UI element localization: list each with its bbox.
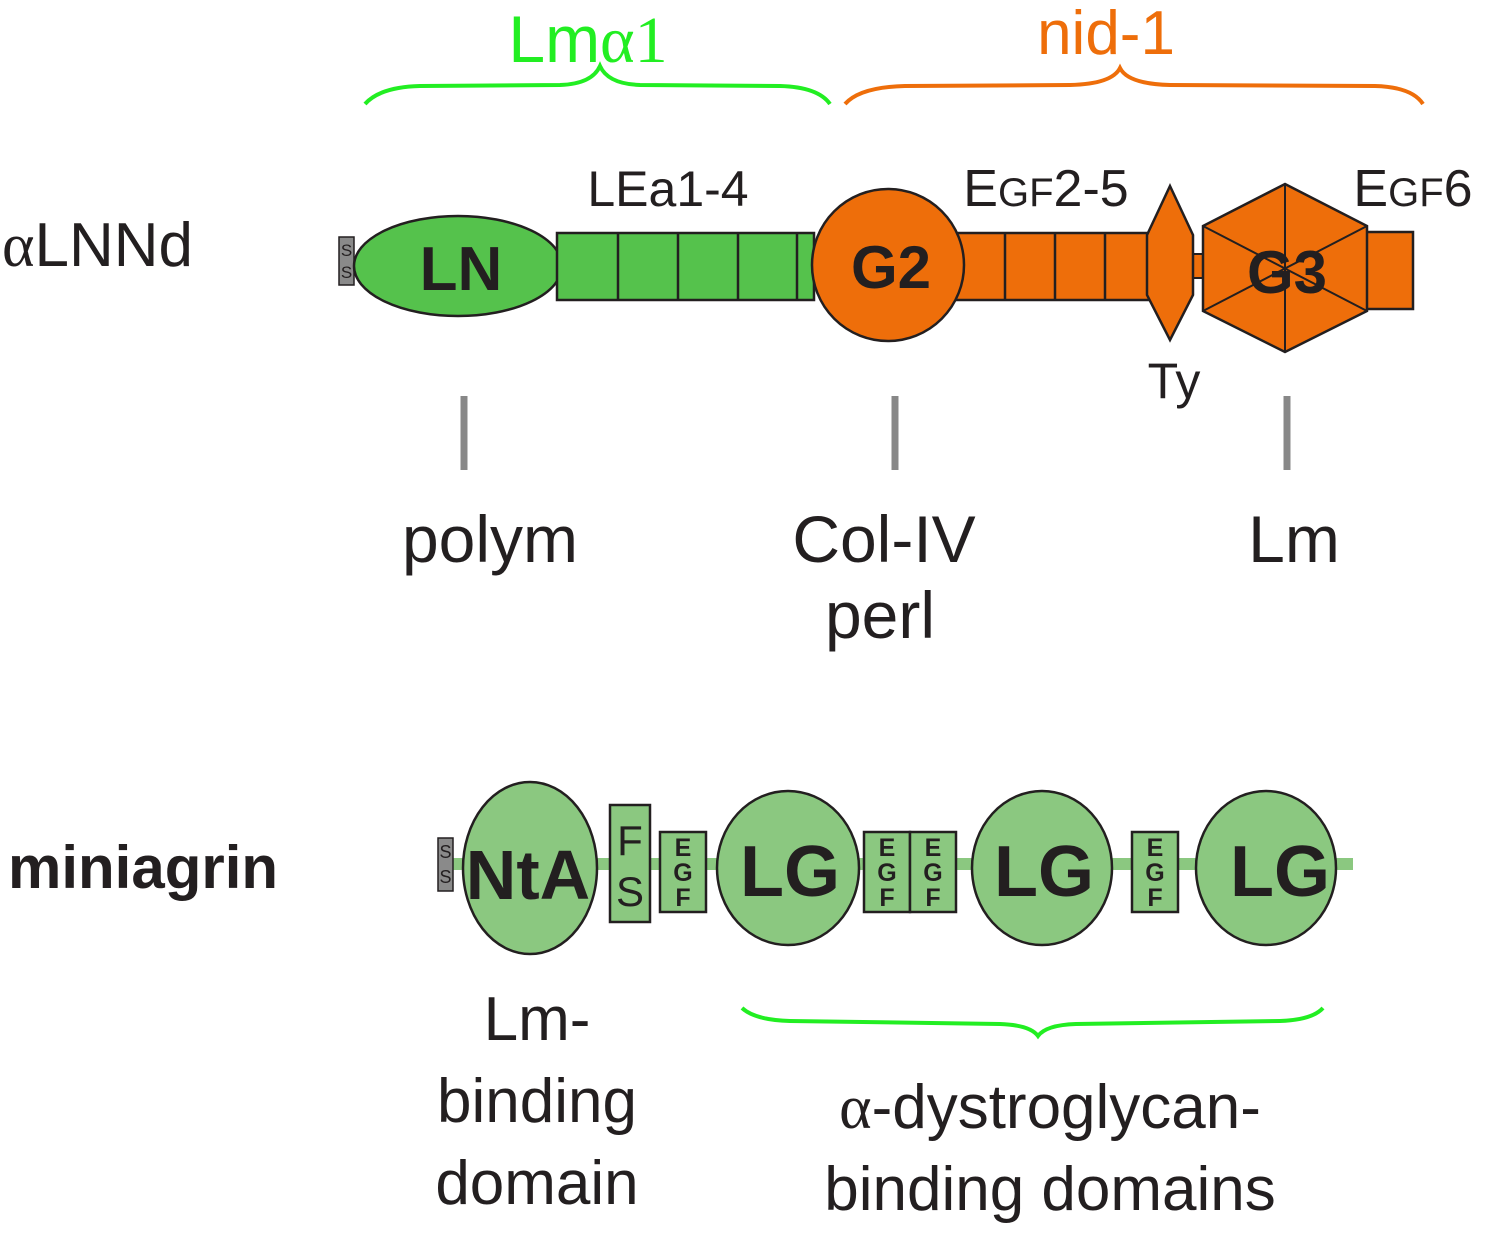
- svg-text:G2: G2: [851, 234, 931, 301]
- alnnd-construct: Lmα1 nid-1 αLNNd S S LN LEa1-4: [2, 0, 1473, 652]
- nid1-bracket-label: nid-1: [1037, 0, 1175, 68]
- nid1-bracket: [843, 63, 1425, 106]
- lma1-bracket-label: Lmα1: [508, 2, 667, 77]
- egf2-5-label: EGF2-5: [963, 160, 1128, 218]
- egf-domain-2: E G F: [862, 830, 912, 914]
- egf-domain-1: E G F: [658, 830, 708, 914]
- svg-text:S: S: [341, 241, 352, 260]
- lea-label: LEa1-4: [587, 161, 748, 217]
- svg-text:E: E: [879, 834, 896, 862]
- svg-text:G3: G3: [1247, 239, 1327, 306]
- miniagrin-signal-sequence: S S: [437, 837, 454, 892]
- lg-domain-1: LG: [715, 789, 861, 947]
- g3-domain: G3: [1201, 182, 1369, 354]
- nta-domain: NtA: [461, 780, 599, 956]
- lm-label: Lm: [1248, 502, 1340, 576]
- signal-sequence: S S: [338, 236, 355, 286]
- miniagrin-construct-label: miniagrin: [8, 834, 278, 901]
- lma1-bracket: [363, 61, 832, 106]
- svg-text:G: G: [673, 859, 692, 887]
- svg-text:F: F: [1147, 884, 1162, 912]
- egf-domain-3: E G F: [908, 830, 958, 914]
- g2-domain: G2: [810, 187, 966, 343]
- col-iv-label: Col-IV: [792, 502, 975, 576]
- alnnd-construct-label: αLNNd: [2, 211, 193, 280]
- dystroglycan-label-line2: binding domains: [824, 1155, 1276, 1224]
- dystroglycan-label-line1: α-dystroglycan-: [839, 1073, 1261, 1142]
- svg-text:E: E: [675, 834, 692, 862]
- ln-domain: LN: [352, 214, 564, 318]
- svg-text:E: E: [1147, 834, 1164, 862]
- svg-text:Lm-: Lm-: [484, 985, 591, 1054]
- svg-text:S: S: [341, 263, 352, 282]
- dystroglycan-bracket: [740, 1006, 1325, 1040]
- perl-label: perl: [825, 578, 935, 652]
- svg-text:LN: LN: [420, 235, 503, 304]
- miniagrin-construct: miniagrin S S NtA F S E G F: [8, 780, 1353, 1224]
- svg-text:G: G: [1145, 859, 1164, 887]
- svg-text:S: S: [439, 867, 451, 887]
- svg-text:LG: LG: [994, 832, 1094, 912]
- lea-repeats: [555, 231, 816, 302]
- svg-text:F: F: [879, 884, 894, 912]
- svg-text:S: S: [616, 868, 644, 915]
- lm-binding-domain-label: Lm- binding domain: [435, 985, 638, 1218]
- svg-text:domain: domain: [435, 1149, 638, 1218]
- svg-text:F: F: [675, 884, 690, 912]
- egf6-label: EGF6: [1353, 160, 1472, 218]
- svg-text:E: E: [925, 834, 942, 862]
- ty-label: Ty: [1148, 353, 1201, 409]
- egf-domain-4: E G F: [1130, 830, 1180, 914]
- polym-label: polym: [402, 502, 578, 576]
- svg-text:binding: binding: [437, 1067, 637, 1136]
- svg-text:G: G: [923, 859, 942, 887]
- ty-domain: [1145, 183, 1195, 343]
- lg-domain-2: LG: [970, 789, 1114, 947]
- svg-text:LG: LG: [1230, 832, 1330, 912]
- svg-text:F: F: [617, 817, 643, 864]
- egf2-5-repeats: [946, 231, 1155, 302]
- lg-domain-3: LG: [1194, 789, 1338, 947]
- svg-text:S: S: [439, 842, 451, 862]
- svg-text:LG: LG: [740, 832, 840, 912]
- svg-text:F: F: [925, 884, 940, 912]
- svg-text:G: G: [877, 859, 896, 887]
- svg-text:NtA: NtA: [466, 836, 590, 914]
- fs-domain: F S: [608, 803, 652, 924]
